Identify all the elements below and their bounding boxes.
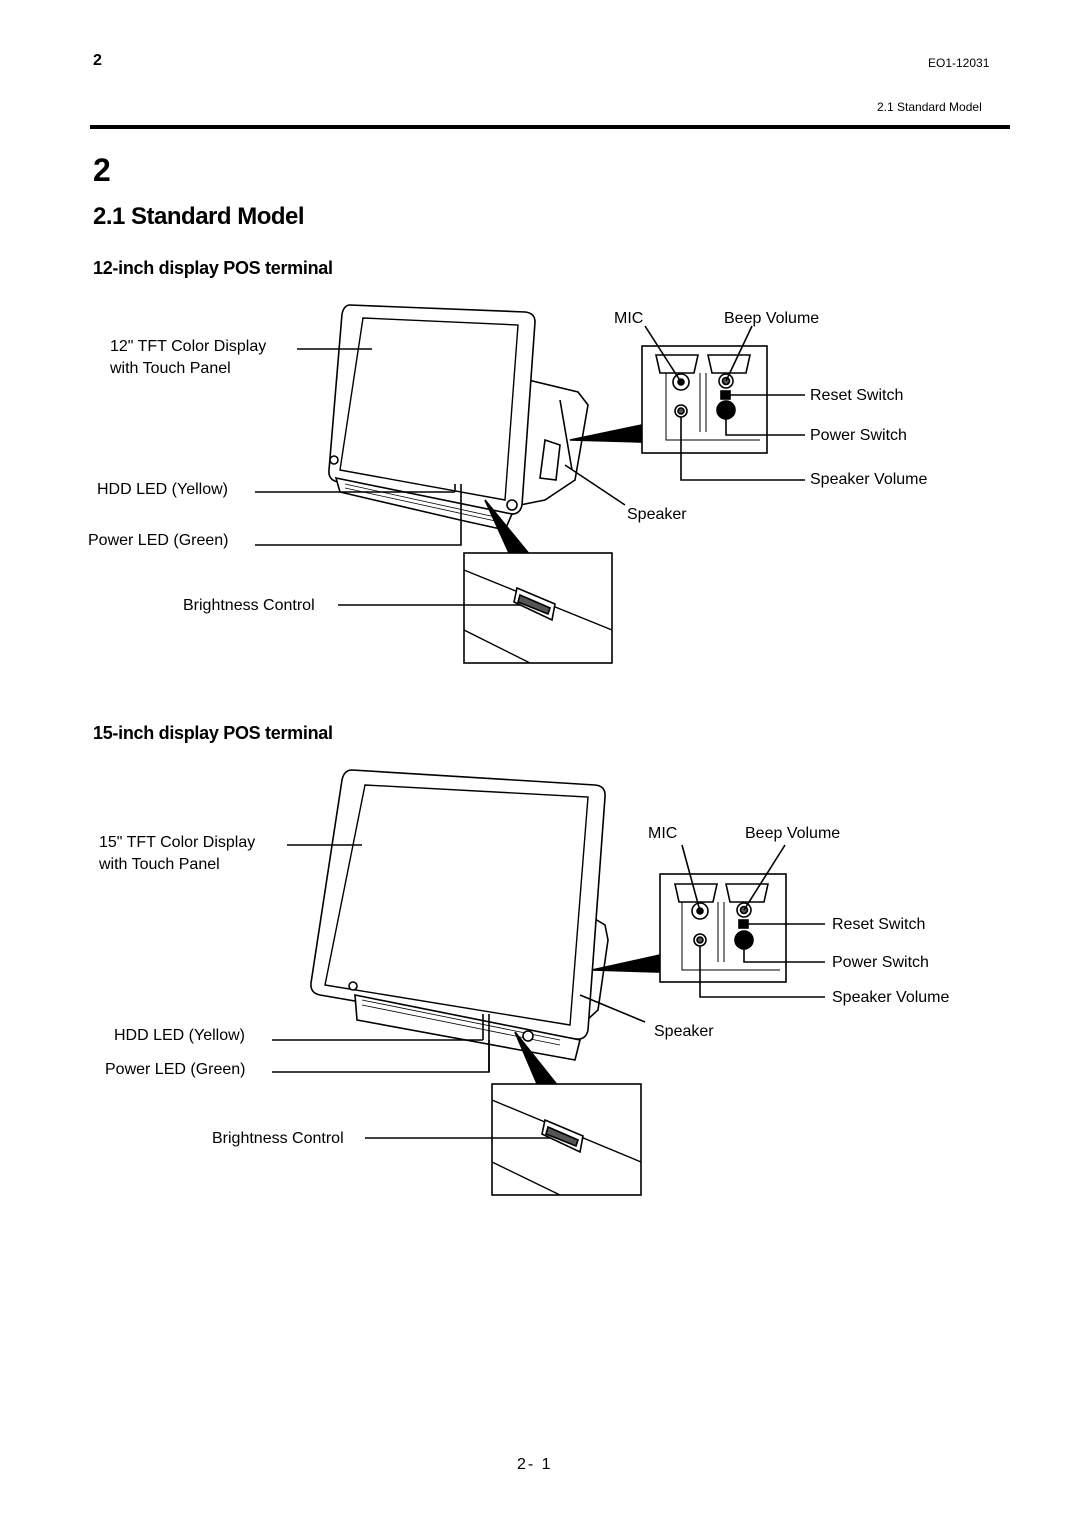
fig2-label-speaker-volume: Speaker Volume (832, 989, 950, 1006)
header-doc-id: EO1-12031 (928, 56, 990, 70)
fig1-label-beep-volume: Beep Volume (724, 310, 820, 327)
chapter-title: 2 (93, 152, 111, 188)
fig2-label-display: 15" TFT Color Display (99, 834, 256, 851)
fig1-label-mic: MIC (614, 310, 644, 327)
fig2-label-speaker: Speaker (654, 1023, 714, 1040)
fig1-label-hdd-led: HDD LED (Yellow) (97, 481, 228, 498)
fig2-label-hdd-led: HDD LED (Yellow) (114, 1027, 245, 1044)
header-rule (90, 125, 1010, 129)
fig2-label-power-switch: Power Switch (832, 954, 929, 971)
fig2-label-brightness: Brightness Control (212, 1130, 344, 1147)
fig2-label-power-led: Power LED (Green) (105, 1061, 246, 1078)
fig1-label-display-line2: with Touch Panel (110, 360, 231, 377)
fig1-label-brightness: Brightness Control (183, 597, 315, 614)
fig1-label-display: 12" TFT Color Display (110, 338, 267, 355)
page-number: 2- 1 (517, 1456, 553, 1473)
fig2-label-reset-switch: Reset Switch (832, 916, 926, 933)
fig1-label-reset-switch: Reset Switch (810, 387, 904, 404)
section-title: 2.1 Standard Model (93, 203, 305, 230)
fig1-label-speaker: Speaker (627, 506, 687, 523)
fig2-label-mic: MIC (648, 825, 678, 842)
figure-2-heading: 15-inch display POS terminal (93, 723, 333, 743)
fig1-label-speaker-volume: Speaker Volume (810, 471, 928, 488)
fig1-label-power-switch: Power Switch (810, 427, 907, 444)
figure-1-heading: 12-inch display POS terminal (93, 258, 333, 278)
terminal-12-illustration (255, 304, 805, 664)
header-section-ref: 2.1 Standard Model (877, 100, 982, 114)
header-chapter-ref: 2 (93, 52, 102, 69)
fig2-label-beep-volume: Beep Volume (745, 825, 841, 842)
fig2-label-display-line2: with Touch Panel (99, 856, 220, 873)
terminal-15-illustration (272, 769, 825, 1196)
fig1-label-power-led: Power LED (Green) (88, 532, 229, 549)
